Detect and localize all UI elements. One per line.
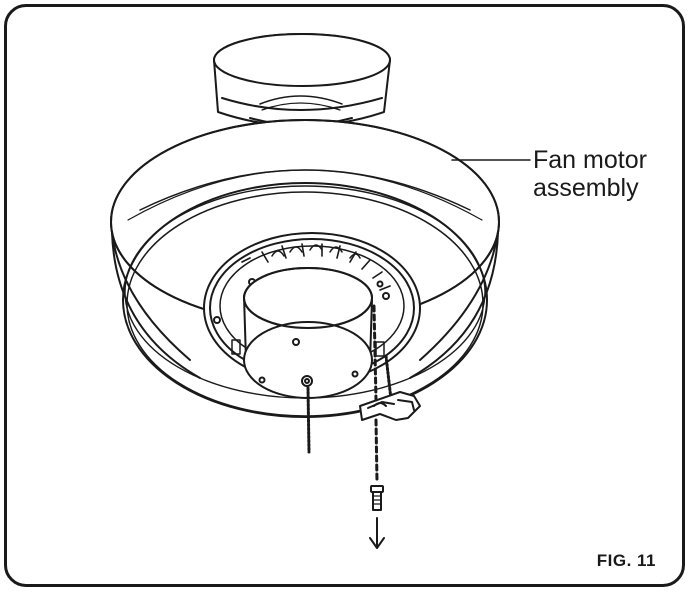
callout-line-2: assembly — [533, 174, 639, 202]
fan-motor-assembly-callout: Fan motor assembly — [533, 146, 647, 202]
switch-cup — [231, 267, 385, 399]
callout-line-1: Fan motor — [533, 146, 647, 174]
figure-label: FIG. 11 — [596, 551, 656, 570]
down-arrow-icon — [369, 517, 385, 549]
figure-frame — [4, 4, 685, 587]
bracket — [359, 391, 421, 421]
screw-assembly — [370, 304, 384, 511]
